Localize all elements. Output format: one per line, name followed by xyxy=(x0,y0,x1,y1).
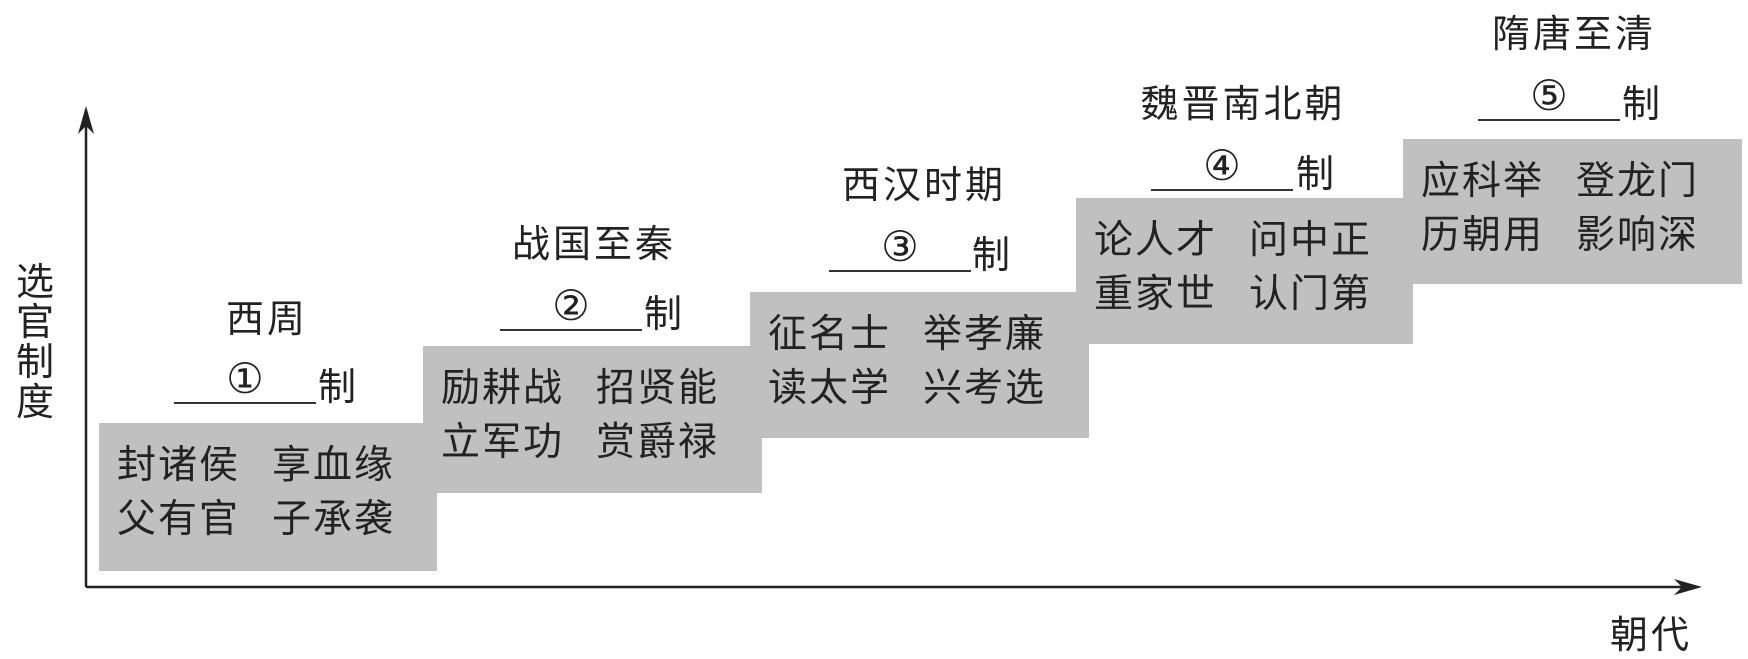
stage-line: 征名士举孝廉 xyxy=(768,308,1089,362)
period-label: 战国至秦 xyxy=(511,222,677,266)
system-suffix: 制 xyxy=(318,365,357,409)
system-suffix: 制 xyxy=(972,233,1011,277)
stage-phrase: 励耕战 xyxy=(441,366,565,411)
period-label: 西汉时期 xyxy=(841,163,1007,207)
y-axis-label: 选官制度 xyxy=(15,260,54,424)
fill-in-blank: ④ xyxy=(1151,143,1293,191)
stage-phrase: 影响深 xyxy=(1576,213,1700,258)
stage-phrase: 重家世 xyxy=(1094,272,1218,317)
stage-line: 应科举登龙门 xyxy=(1421,155,1742,209)
x-axis-label: 朝代 xyxy=(1610,613,1693,657)
fill-in-blank: ⑤ xyxy=(1478,73,1620,121)
period-label: 西周 xyxy=(225,297,309,341)
stage-phrase: 论人才 xyxy=(1094,218,1218,263)
y-axis-arrow-icon xyxy=(78,106,94,134)
stage-phrase: 登龙门 xyxy=(1576,159,1700,204)
stage-phrase: 子承袭 xyxy=(272,497,396,542)
stage-phrase: 举孝廉 xyxy=(923,312,1047,357)
stage-line: 励耕战招贤能 xyxy=(441,362,762,416)
stage-phrase: 父有官 xyxy=(117,497,241,542)
stage-line: 重家世认门第 xyxy=(1094,268,1413,322)
stage-box: 论人才问中正重家世认门第 xyxy=(1076,198,1413,344)
system-suffix: 制 xyxy=(1622,82,1661,126)
stage-phrase: 立军功 xyxy=(441,420,565,465)
fill-in-blank: ② xyxy=(500,283,642,331)
stage-line: 论人才问中正 xyxy=(1094,214,1413,268)
stage-box: 励耕战招贤能立军功赏爵禄 xyxy=(423,346,762,493)
system-suffix: 制 xyxy=(644,292,683,336)
stage-phrase: 历朝用 xyxy=(1421,213,1545,258)
stage-line: 读太学兴考选 xyxy=(768,362,1089,416)
period-label: 魏晋南北朝 xyxy=(1140,82,1346,126)
period-label: 隋唐至清 xyxy=(1491,12,1657,56)
stage-phrase: 应科举 xyxy=(1421,159,1545,204)
stage-box: 封诸侯享血缘父有官子承袭 xyxy=(99,423,437,571)
stage-phrase: 读太学 xyxy=(768,366,892,411)
x-axis-arrow-icon xyxy=(1674,579,1702,595)
stage-box: 应科举登龙门历朝用影响深 xyxy=(1403,139,1742,284)
stage-line: 封诸侯享血缘 xyxy=(117,439,437,493)
stage-phrase: 赏爵禄 xyxy=(596,420,720,465)
stage-phrase: 享血缘 xyxy=(272,443,396,488)
stage-phrase: 招贤能 xyxy=(596,366,720,411)
stage-line: 父有官子承袭 xyxy=(117,493,437,547)
system-suffix: 制 xyxy=(1296,152,1335,196)
stage-line: 立军功赏爵禄 xyxy=(441,416,762,470)
stage-phrase: 认门第 xyxy=(1249,272,1373,317)
stage-phrase: 封诸侯 xyxy=(117,443,241,488)
stage-box: 征名士举孝廉读太学兴考选 xyxy=(750,292,1089,438)
stage-phrase: 征名士 xyxy=(768,312,892,357)
stage-phrase: 问中正 xyxy=(1249,218,1373,263)
stage-line: 历朝用影响深 xyxy=(1421,209,1742,263)
fill-in-blank: ① xyxy=(174,356,316,404)
stage-phrase: 兴考选 xyxy=(923,366,1047,411)
fill-in-blank: ③ xyxy=(829,224,971,272)
